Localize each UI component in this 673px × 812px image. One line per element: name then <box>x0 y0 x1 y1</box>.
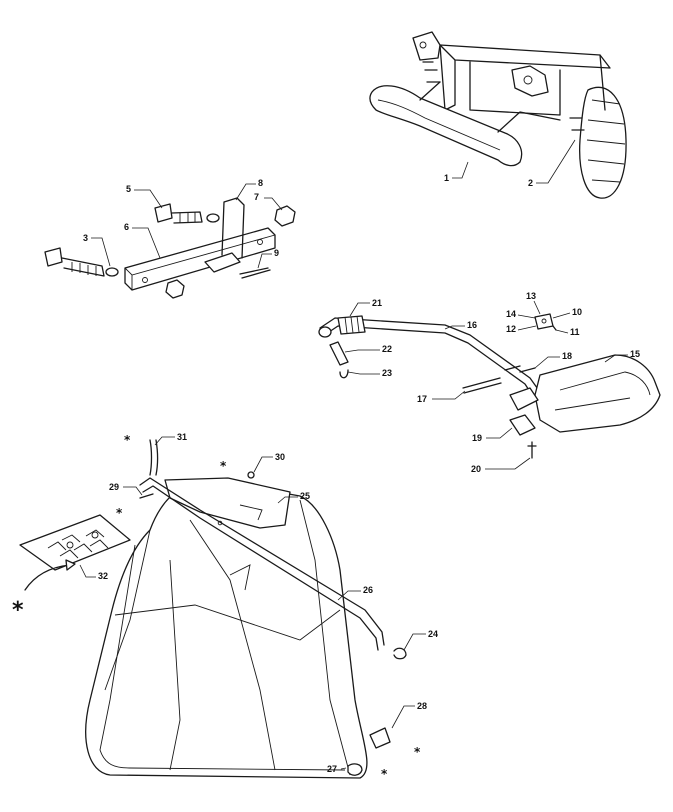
callout-26: 26 <box>363 585 373 595</box>
callout-14: 14 <box>506 309 516 319</box>
callout-31: 31 <box>177 432 187 442</box>
callout-30: 30 <box>275 452 285 462</box>
kit-arrowhead <box>65 559 76 571</box>
callout-28: 28 <box>417 701 427 711</box>
pins-18 <box>504 365 536 373</box>
callout-22: 22 <box>382 344 392 354</box>
callout-15: 15 <box>630 349 640 359</box>
callout-12: 12 <box>506 324 516 334</box>
marker-star-31: * <box>124 433 131 447</box>
frame-assembly <box>412 31 611 131</box>
bag-frame-tube <box>139 439 407 660</box>
callout-16: 16 <box>467 320 477 330</box>
callout-19: 19 <box>472 433 482 443</box>
marker-star-30: * <box>220 459 227 473</box>
callout-10: 10 <box>572 307 582 317</box>
callout-11: 11 <box>570 327 580 337</box>
callout-8: 8 <box>258 178 263 188</box>
callout-23: 23 <box>382 368 392 378</box>
callout-29: 29 <box>109 482 119 492</box>
marker-star-29: * <box>116 506 123 520</box>
callout-27: 27 <box>327 764 337 774</box>
callout-20: 20 <box>471 464 481 474</box>
rod-17 <box>462 377 502 394</box>
callout-13: 13 <box>526 291 536 301</box>
marker-star-32: * <box>12 598 24 623</box>
callout-21: 21 <box>372 298 382 308</box>
marker-star-28: * <box>414 745 421 759</box>
callout-3: 3 <box>83 233 88 243</box>
hardware-kit <box>19 514 131 571</box>
latch-set <box>534 313 557 331</box>
deflector-chute <box>509 354 661 459</box>
callout-17: 17 <box>417 394 427 404</box>
grass-bag <box>85 477 391 779</box>
callout-7: 7 <box>254 192 259 202</box>
callout-2: 2 <box>528 178 533 188</box>
hitch-bar <box>44 197 296 299</box>
callout-5: 5 <box>126 184 131 194</box>
callout-6: 6 <box>124 222 129 232</box>
callout-25: 25 <box>300 491 310 501</box>
callout-1: 1 <box>444 173 449 183</box>
tow-arm <box>318 315 541 399</box>
rear-wheel <box>579 86 627 199</box>
marker-star-27: * <box>381 767 388 781</box>
callout-18: 18 <box>562 351 572 361</box>
callout-9: 9 <box>274 248 279 258</box>
kit-arrow <box>24 564 71 591</box>
callout-24: 24 <box>428 629 438 639</box>
callout-32: 32 <box>98 571 108 581</box>
front-bumper <box>369 81 561 167</box>
